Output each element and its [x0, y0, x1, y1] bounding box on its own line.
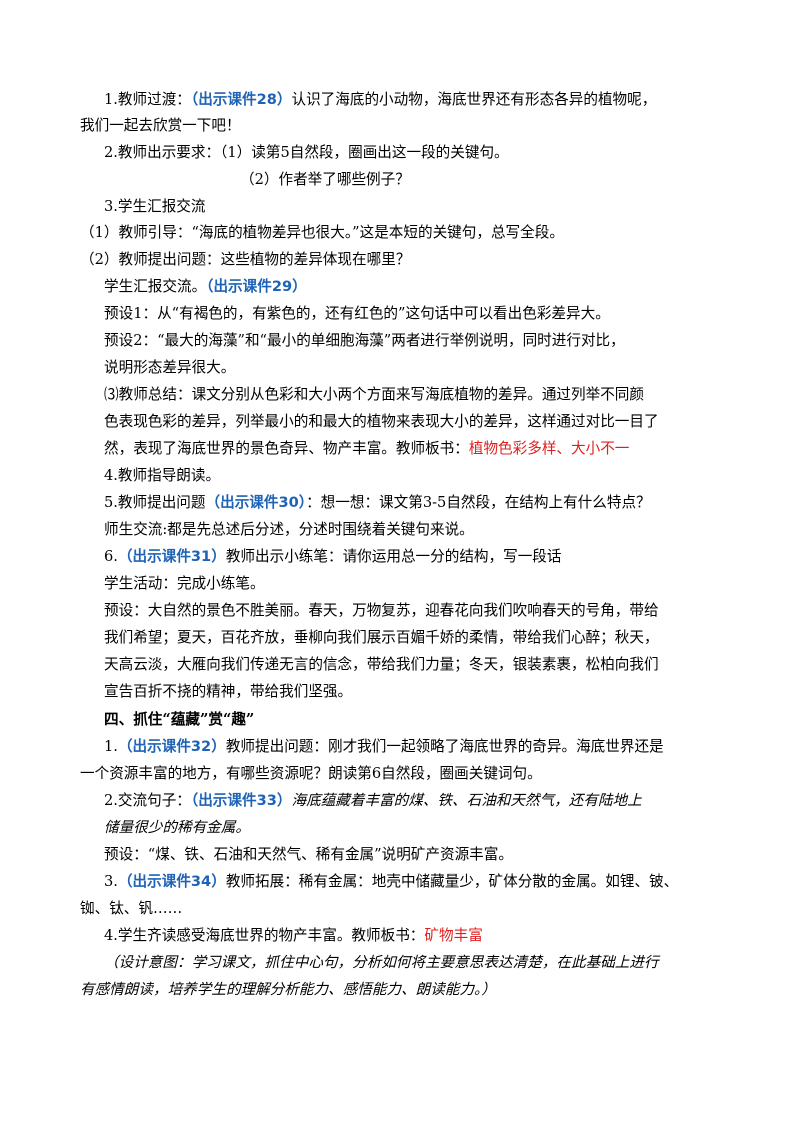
text: 教师提出问题：刚才我们一起领略了海底世界的奇异。海底世界还是 — [225, 738, 664, 755]
courseware-ref: （出示课件29） — [206, 278, 307, 295]
courseware-ref: （出示课件31） — [117, 548, 226, 565]
line: 预设：大自然的景色不胜美丽。春天，万物复苏，迎春花向我们吹响春天的号角，带给 — [104, 602, 659, 619]
line: 我们希望；夏天，百花齐放，垂柳向我们展示百媚千娇的柔情，带给我们心醉；秋天， — [104, 629, 659, 646]
line: 色表现色彩的差异，列举最小的和最大的植物来表现大小的差异，这样通过对比一目了 — [104, 413, 659, 430]
line: ⑶教师总结：课文分别从色彩和大小两个方面来写海底植物的差异。通过列举不同颜 — [104, 386, 644, 403]
section-heading: 四、抓住“蕴藏”赏“趣” — [104, 711, 255, 728]
text: 1.教师过渡： — [104, 91, 191, 108]
courseware-ref: （出示课件32） — [117, 738, 226, 755]
line: （1）教师引导：“海底的植物差异也很大。”这是本短的关键句，总写全段。 — [80, 224, 564, 241]
line: 3.学生汇报交流 — [104, 198, 206, 215]
line-question-2: 1.（出示课件32）教师提出问题：刚才我们一起领略了海底世界的奇异。海底世界还是 — [104, 737, 664, 757]
text: 2.交流句子： — [104, 792, 191, 809]
text: 3. — [104, 873, 118, 890]
text: 4.学生齐读感受海底世界的物产丰富。教师板书： — [104, 927, 425, 944]
text: 认识了海底的小动物，海底世界还有形态各异的植物呢， — [291, 91, 657, 108]
line-teacher-transition: 1.教师过渡：（出示课件28）认识了海底的小动物，海底世界还有形态各异的植物呢， — [104, 90, 656, 110]
board-writing: 植物色彩多样、大小不一 — [468, 440, 630, 457]
line: 宣告百折不挠的精神，带给我们坚强。 — [104, 683, 353, 700]
line-exchange: 2.交流句子：（出示课件33）海底蕴藏着丰富的煤、铁、石油和天然气，还有陆地上 — [104, 791, 642, 811]
line: 一个资源丰富的地方，有哪些资源呢？朗读第6自然段，圈画关键词句。 — [80, 765, 542, 782]
line-requirement: 2.教师出示要求：（1）读第5自然段，圈画出这一段的关键句。 — [104, 144, 509, 161]
quote-text: 海底蕴藏着丰富的煤、铁、石油和天然气，还有陆地上 — [291, 792, 642, 809]
design-intent-2: 有感情朗读，培养学生的理解分析能力、感悟能力、朗读能力。） — [80, 981, 496, 998]
courseware-ref: （出示课件28） — [190, 91, 292, 108]
line-question: 5.教师提出问题（出示课件30）：想一想：课文第3-5自然段，在结构上有什么特点… — [104, 493, 651, 513]
courseware-ref: （出示课件33） — [190, 792, 292, 809]
line-board-writing: 然，表现了海底世界的景色奇异、物产丰富。教师板书：植物色彩多样、大小不一 — [104, 439, 629, 459]
text: 5.教师提出问题 — [104, 494, 206, 511]
line: 预设1：从“有褐色的，有紫色的，还有红色的”这句话中可以看出色彩差异大。 — [104, 305, 610, 322]
text: 教师拓展：稀有金属：地壳中储藏量少，矿体分散的金属。如锂、铍、 — [225, 873, 679, 890]
line: 我们一起去欣赏一下吧！ — [80, 117, 241, 134]
design-intent: （设计意图：学习课文，抓住中心句，分析如何将主要意思表达清楚，在此基础上进行 — [104, 954, 659, 971]
line: 4.教师指导朗读。 — [104, 467, 221, 484]
line-extension: 3.（出示课件34）教师拓展：稀有金属：地壳中储藏量少，矿体分散的金属。如锂、铍… — [104, 872, 678, 892]
text: 学生汇报交流。 — [104, 278, 207, 295]
line-student-report: 学生汇报交流。（出示课件29） — [104, 277, 307, 297]
quote-text: 储量很少的稀有金属。 — [104, 819, 250, 836]
text: ：想一想：课文第3-5自然段，在结构上有什么特点？ — [306, 494, 651, 511]
text: 1. — [104, 738, 118, 755]
line: 预设：“煤、铁、石油和天然气、稀有金属”说明矿产资源丰富。 — [104, 846, 513, 863]
line-exercise: 6.（出示课件31）教师出示小练笔：请你运用总一分的结构，写一段话 — [104, 547, 561, 567]
line: （2）教师提出问题：这些植物的差异体现在哪里？ — [80, 251, 411, 268]
text: 教师出示小练笔：请你运用总一分的结构，写一段话 — [225, 548, 562, 565]
line: 师生交流:都是先总述后分述，分述时围绕着关键句来说。 — [104, 521, 474, 538]
line: 天高云淡，大雁向我们传递无言的信念，带给我们力量；冬天，银装素裹，松柏向我们 — [104, 656, 659, 673]
text: 然，表现了海底世界的景色奇异、物产丰富。教师板书： — [104, 440, 469, 457]
courseware-ref: （出示课件30） — [205, 494, 307, 511]
line: 铷、钛、钒…… — [80, 900, 183, 917]
text: 6. — [104, 548, 118, 565]
line: 预设2：“最大的海藻”和“最小的单细胞海藻”两者进行举例说明，同时进行对比， — [104, 332, 625, 349]
board-writing: 矿物丰富 — [424, 927, 483, 944]
line-requirement-2: （2）作者举了哪些例子？ — [240, 171, 410, 188]
line-board-writing-2: 4.学生齐读感受海底世界的物产丰富。教师板书：矿物丰富 — [104, 926, 483, 946]
line: 说明形态差异很大。 — [104, 359, 236, 376]
courseware-ref: （出示课件34） — [117, 873, 226, 890]
line: 学生活动：完成小练笔。 — [104, 575, 265, 592]
